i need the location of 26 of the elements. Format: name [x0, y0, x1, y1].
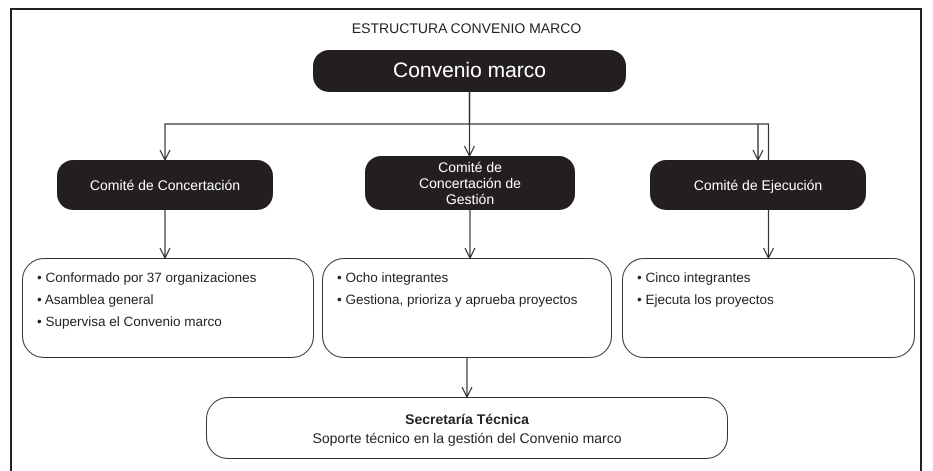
committee-box — [365, 156, 575, 210]
info-box — [622, 258, 915, 358]
diagram-title: ESTRUCTURA CONVENIO MARCO — [350, 20, 582, 36]
info-box — [206, 397, 728, 459]
connector-arrow — [461, 358, 473, 398]
bullet-item: • Supervisa el Convenio marco — [37, 313, 222, 331]
committee-box — [57, 160, 273, 210]
title-box — [313, 50, 626, 92]
connector-arrow — [468, 92, 764, 161]
info-box — [322, 258, 612, 358]
bullet-item: • Asamblea general — [37, 291, 154, 309]
bullet-item: • Gestiona, prioriza y aprueba proyectos — [337, 291, 578, 309]
committee-box — [650, 160, 866, 210]
info-box — [22, 258, 314, 358]
connector-arrow — [159, 210, 171, 259]
bullet-item: • Cinco integrantes — [637, 269, 751, 287]
box-heading: Secretaría Técnica — [405, 410, 529, 426]
bullet-item: • Ocho integrantes — [337, 269, 448, 287]
bullet-item: • Conformado por 37 organizaciones — [37, 269, 256, 287]
box-label: Comité de Concertación — [90, 177, 240, 193]
bullet-item: • Ejecuta los proyectos — [637, 291, 774, 309]
box-text: Soporte técnico en la gestión del Convenio marco — [312, 430, 622, 446]
connector-arrow — [464, 210, 476, 259]
box-label: Comité de Concertación de Gestión — [418, 159, 522, 207]
box-label: Convenio marco — [393, 59, 546, 83]
box-label: Comité de Ejecución — [694, 177, 822, 193]
